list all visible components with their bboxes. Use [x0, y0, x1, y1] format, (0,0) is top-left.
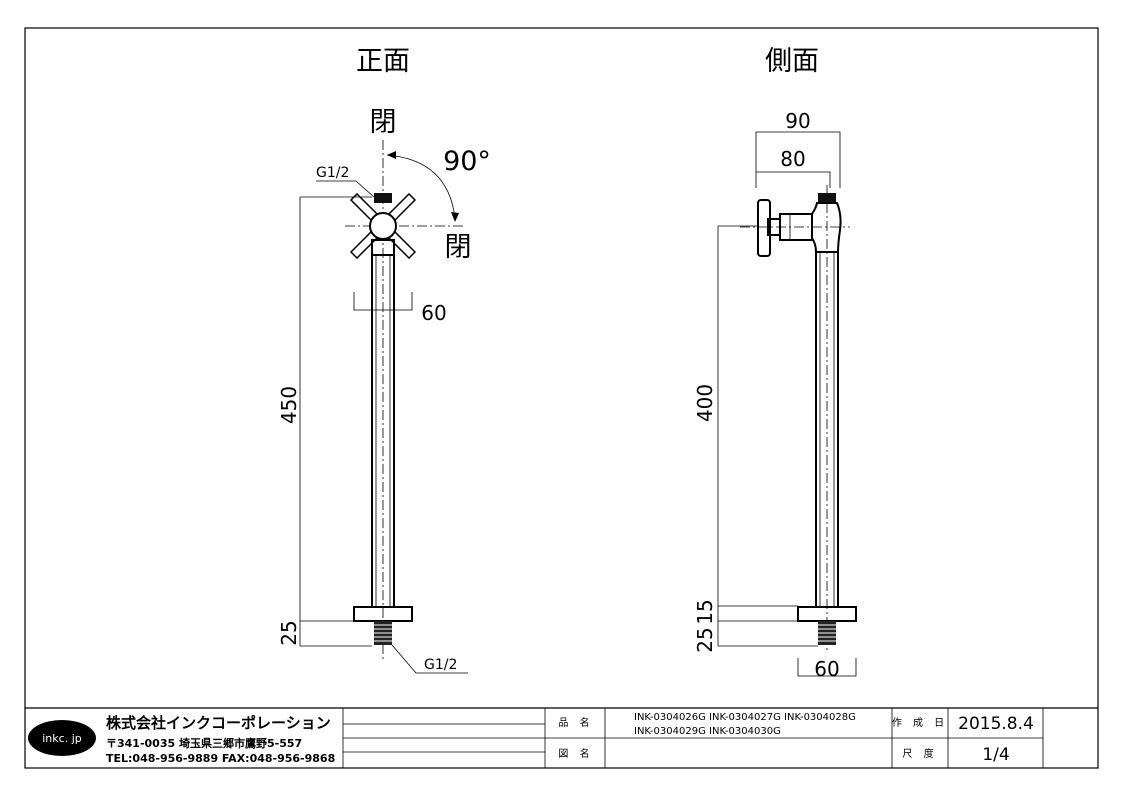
cross-handle — [349, 192, 417, 260]
side-dim-a: 15 — [693, 599, 717, 624]
product-codes-line2: INK-0304029G INK-0304030G — [634, 726, 781, 737]
rotation-arrow-end-icon — [451, 212, 459, 222]
front-thread-bottom-leader — [391, 644, 468, 674]
side-base-width-dim: 60 — [814, 657, 839, 681]
front-height-dim: 450 — [277, 386, 301, 424]
scale-value: 1/4 — [982, 745, 1009, 765]
front-handle-width-dim: 60 — [421, 301, 446, 325]
company-address: 〒341-0035 埼玉県三郷市鷹野5-557 — [106, 736, 302, 750]
product-codes-line1: INK-0304026G INK-0304027G INK-0304028G — [634, 712, 856, 723]
scale-label: 尺 度 — [902, 747, 937, 760]
front-thread-bottom-label: G1/2 — [424, 657, 457, 673]
side-view: 側面 90 80 — [693, 46, 857, 681]
side-view-title: 側面 — [765, 46, 819, 77]
rotation-arc — [386, 154, 456, 219]
side-height-dim: 400 — [693, 384, 717, 422]
front-view: 正面 閉 閉 90° G1/2 — [277, 46, 491, 674]
company-logo-text: inkc. jp — [42, 732, 81, 745]
rotation-arrow-start-icon — [387, 151, 396, 159]
handle-hub-icon — [369, 212, 397, 240]
title-block: inkc. jp 株式会社インクコーポレーション 〒341-0035 埼玉県三郷… — [25, 707, 1098, 768]
rotation-angle-label: 90° — [443, 146, 491, 177]
front-thread-top-leader — [316, 180, 375, 198]
side-inner-width-dimline — [756, 171, 831, 188]
front-thread-top-label: G1/2 — [316, 165, 349, 181]
side-overall-width-dimline — [755, 131, 841, 188]
front-view-title: 正面 — [356, 46, 410, 77]
side-inner-width-dim: 80 — [780, 147, 805, 171]
date-label: 作 成 日 — [892, 717, 948, 729]
side-dim-b: 25 — [693, 627, 717, 652]
company-contact: TEL:048-956-9889 FAX:048-956-9868 — [106, 752, 335, 765]
front-top-thread — [374, 193, 392, 203]
date-value: 2015.8.4 — [958, 714, 1034, 734]
side-handle-bar — [757, 199, 771, 257]
drawing-name-label: 図 名 — [558, 747, 593, 760]
side-base-width-dimline — [797, 658, 857, 677]
front-flange-dim: 25 — [277, 620, 301, 645]
front-top-state-label: 閉 — [370, 107, 397, 138]
side-overall-width-dim: 90 — [785, 109, 810, 133]
sheet-border — [24, 27, 1099, 769]
company-logo — [28, 720, 96, 756]
product-name-label: 品 名 — [558, 716, 593, 729]
side-valve-body — [811, 202, 842, 253]
front-handle-width-dimline — [353, 292, 413, 311]
company-name: 株式会社インクコーポレーション — [106, 714, 331, 732]
side-handle-neck — [767, 218, 781, 236]
side-top-thread — [818, 193, 836, 203]
front-side-state-label: 閉 — [445, 232, 472, 263]
